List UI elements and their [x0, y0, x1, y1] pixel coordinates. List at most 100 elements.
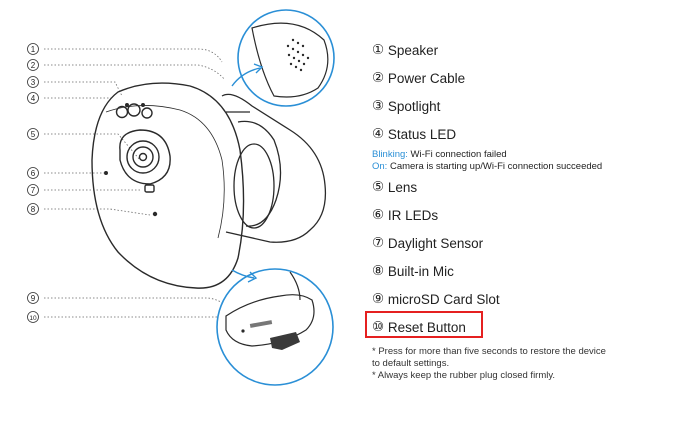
callout-marker-10: 10 — [27, 311, 39, 323]
ir-led-dot — [103, 170, 108, 175]
spotlight-left — [115, 105, 129, 119]
status-led — [124, 102, 129, 107]
legend-label: Power Cable — [387, 70, 466, 86]
microsd-card — [270, 332, 300, 350]
legend-label: Speaker — [387, 42, 439, 58]
lens-housing — [119, 129, 171, 185]
speaker-zoom-arrow — [231, 67, 261, 87]
legend-label: Daylight Sensor — [387, 235, 484, 251]
footnote-line-2: to default settings. — [372, 358, 450, 369]
legend-item-microsd-slot: ⑨ microSD Card Slot — [372, 291, 500, 307]
speaker-zoom-arrowhead — [253, 63, 264, 74]
callout-marker-2-text: 2 — [31, 61, 36, 70]
legend-item-reset-button: ⑩ Reset Button — [372, 319, 466, 335]
speaker-zoom — [231, 9, 335, 107]
leader-line-2 — [44, 64, 226, 81]
lens-ring — [126, 140, 160, 174]
callout-marker-6: 6 — [27, 167, 39, 179]
status-note-on: On: Camera is starting up/Wi-Fi connecti… — [372, 161, 602, 173]
camera-shell — [91, 82, 245, 289]
speaker-grille — [286, 38, 310, 72]
legend-num: ② — [372, 70, 385, 85]
callout-marker-10-text: 10 — [29, 315, 37, 322]
leader-line-5 — [44, 133, 141, 161]
legend-num: ④ — [372, 126, 385, 141]
mount-ball-outline — [237, 120, 282, 227]
legend-num: ⑦ — [372, 235, 385, 250]
callout-numbers: 1 2 3 4 5 6 7 8 9 10 — [27, 43, 39, 323]
daylight-sensor — [144, 184, 155, 193]
blinking-key: Blinking: — [372, 149, 408, 160]
camera-face-edge — [105, 105, 225, 239]
legend-num: ⑩ — [372, 319, 385, 334]
status-note-blinking: Blinking: Wi-Fi connection failed — [372, 149, 602, 161]
legend-label: Lens — [387, 179, 418, 195]
legend-label: Reset Button — [387, 319, 466, 335]
callout-marker-6-text: 6 — [31, 169, 36, 178]
callout-marker-1: 1 — [27, 43, 39, 55]
blinking-text: Wi-Fi connection failed — [407, 149, 507, 160]
legend-label: Status LED — [387, 126, 457, 142]
on-text: Camera is starting up/Wi-Fi connection s… — [387, 161, 603, 172]
bottom-zoom — [216, 268, 334, 386]
on-key: On: — [372, 161, 388, 172]
legend-label: IR LEDs — [387, 207, 439, 223]
speaker-zoom-housing — [251, 22, 329, 98]
callout-marker-8: 8 — [27, 203, 39, 215]
builtin-mic — [152, 211, 158, 217]
callout-marker-1-text: 1 — [31, 45, 36, 54]
leader-line-1 — [44, 48, 223, 63]
speaker-zoom-circle — [237, 9, 335, 107]
mount-arm — [221, 93, 327, 243]
leader-line-8 — [44, 208, 151, 216]
status-led-2 — [140, 102, 145, 107]
callout-marker-5-text: 5 — [31, 130, 36, 139]
callout-marker-7-text: 7 — [31, 186, 36, 195]
spotlight-right — [141, 107, 153, 119]
legend-num: ⑧ — [372, 263, 385, 278]
legend-item-status-led: ④ Status LED — [372, 126, 456, 142]
legend-item-speaker: ① Speaker — [372, 42, 438, 58]
callout-marker-3: 3 — [27, 76, 39, 88]
mount-ball — [233, 143, 275, 229]
lens-inner — [132, 146, 154, 168]
bottom-zoom-housing — [225, 294, 315, 347]
legend-label: microSD Card Slot — [387, 291, 500, 307]
camera-mount — [221, 93, 327, 243]
status-led-note: Blinking: Wi-Fi connection failed On: Ca… — [372, 149, 602, 173]
reset-button-hole — [241, 329, 245, 333]
callout-marker-8-text: 8 — [31, 205, 36, 214]
callout-marker-2: 2 — [27, 59, 39, 71]
legend-num: ⑨ — [372, 291, 385, 306]
callout-marker-4: 4 — [27, 92, 39, 104]
legend-label: Built-in Mic — [387, 263, 454, 279]
bottom-zoom-arrowhead — [247, 271, 258, 283]
callout-marker-5: 5 — [27, 128, 39, 140]
legend-item-daylight-sensor: ⑦ Daylight Sensor — [372, 235, 483, 251]
legend-label: Spotlight — [387, 98, 441, 114]
footnote-line-3: * Always keep the rubber plug closed fir… — [372, 370, 556, 381]
legend-item-power-cable: ② Power Cable — [372, 70, 465, 86]
bottom-zoom-arrow — [231, 269, 255, 279]
callout-marker-9: 9 — [27, 292, 39, 304]
callout-marker-4-text: 4 — [31, 94, 36, 103]
legend-num: ⑥ — [372, 207, 385, 222]
legend-item-ir-leds: ⑥ IR LEDs — [372, 207, 438, 223]
callout-marker-7: 7 — [27, 184, 39, 196]
leader-lines — [44, 48, 251, 328]
legend-item-spotlight: ③ Spotlight — [372, 98, 440, 114]
legend-num: ③ — [372, 98, 385, 113]
callout-marker-9-text: 9 — [31, 294, 36, 303]
legend-num: ① — [372, 42, 385, 57]
footnotes: * Press for more than five seconds to re… — [372, 346, 606, 382]
leader-line-9 — [44, 297, 241, 319]
legend-item-builtin-mic: ⑧ Built-in Mic — [372, 263, 454, 279]
legend-num: ⑤ — [372, 179, 385, 194]
leader-line-3 — [44, 81, 123, 97]
spotlight-center — [127, 103, 141, 117]
bottom-zoom-circle — [216, 268, 334, 386]
camera-body — [91, 82, 245, 289]
legend-item-lens: ⑤ Lens — [372, 179, 417, 195]
lens-core — [138, 152, 148, 162]
